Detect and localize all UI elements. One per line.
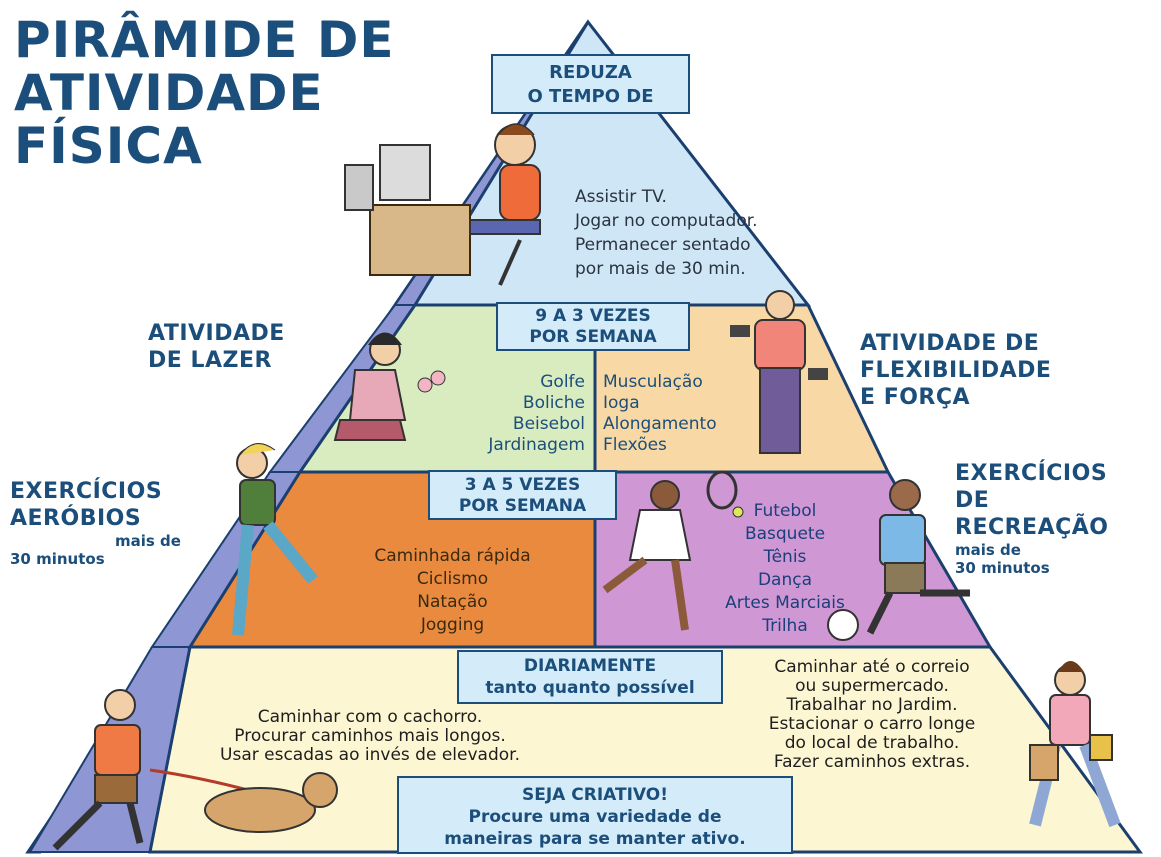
runner-illustration xyxy=(232,443,318,636)
list-item: Tênis xyxy=(763,547,807,567)
strength-label: ATIVIDADE DE FLEXIBILIDADE E FORÇA xyxy=(860,330,1051,411)
creative-line-1: SEJA CRIATIVO! xyxy=(522,785,668,805)
third-tier-label-box: 3 A 5 VEZES POR SEMANA xyxy=(428,470,617,520)
top-tier-label-box: REDUZA O TEMPO DE xyxy=(491,54,690,114)
list-item: Trilha xyxy=(762,616,808,636)
list-item: Dança xyxy=(757,570,813,590)
aerobic-label: EXERCÍCIOS AERÓBIOS mais de 30 minutos xyxy=(10,478,181,568)
list-item: Assistir TV. xyxy=(575,187,667,207)
soccer-player-illustration xyxy=(827,479,970,641)
list-item: Trabalhar no Jardim. xyxy=(786,695,958,715)
base-tier-label-box: DIARIAMENTE tanto quanto possível xyxy=(457,650,723,704)
list-item: Futebol xyxy=(753,501,817,521)
base-left-items: Caminhar com o cachorro. Procurar caminh… xyxy=(150,708,590,765)
gardener-illustration xyxy=(333,332,446,441)
list-item: Permanecer sentado xyxy=(575,235,751,255)
list-item: do local de trabalho. xyxy=(784,733,960,753)
title-line-3: FÍSICA xyxy=(14,117,203,175)
leisure-label: ATIVIDADE DE LAZER xyxy=(148,320,285,374)
list-item: Usar escadas ao invés de elevador. xyxy=(220,745,520,765)
shopper-illustration xyxy=(1029,661,1121,828)
title-line-1: PIRÂMIDE DE xyxy=(14,11,395,69)
recreation-label-line-2: DE xyxy=(955,488,990,513)
list-item: Estacionar o carro longe xyxy=(768,714,976,734)
list-item: Caminhada rápida xyxy=(374,546,531,566)
recreation-items: Futebol Basquete Tênis Dança Artes Marci… xyxy=(705,500,865,638)
list-item: Basquete xyxy=(744,524,826,544)
aerobic-label-sub-2: 30 minutos xyxy=(10,550,105,568)
list-item: Boliche xyxy=(522,393,585,413)
list-item: Jogging xyxy=(420,615,485,635)
recreation-label-sub-2: 30 minutos xyxy=(955,559,1050,577)
dog-walker-illustration xyxy=(52,689,338,851)
top-box-line-1: REDUZA xyxy=(549,62,632,83)
third-box-line-1: 3 A 5 VEZES xyxy=(464,475,581,495)
list-item: Ciclismo xyxy=(416,569,489,589)
list-item: Musculação xyxy=(603,372,703,392)
list-item: Artes Marciais xyxy=(725,593,845,613)
strength-label-line-2: FLEXIBILIDADE xyxy=(860,358,1052,383)
third-box-line-2: POR SEMANA xyxy=(458,496,587,516)
list-item: Jardinagem xyxy=(488,435,585,455)
creative-line-2: Procure uma variedade de xyxy=(468,807,722,827)
title-line-2: ATIVIDADE xyxy=(14,64,324,122)
base-box-line-1: DIARIAMENTE xyxy=(523,656,657,676)
list-item: Flexões xyxy=(603,435,667,455)
list-item: Caminhar até o correio xyxy=(774,657,970,677)
top-box-line-2: O TEMPO DE xyxy=(527,86,654,107)
list-item: Natação xyxy=(417,592,488,612)
second-tier-label-box: 9 A 3 VEZES POR SEMANA xyxy=(496,302,690,351)
creative-line-3: maneiras para se manter ativo. xyxy=(444,829,746,849)
computer-user-illustration xyxy=(344,123,541,286)
recreation-label-sub-1: mais de xyxy=(955,541,1021,559)
list-item: Fazer caminhos extras. xyxy=(773,752,971,772)
list-item: Alongamento xyxy=(603,414,717,434)
base-box-line-2: tanto quanto possível xyxy=(485,678,695,698)
aerobic-label-sub-1: mais de xyxy=(115,532,181,550)
page-title: PIRÂMIDE DE ATIVIDADE FÍSICA xyxy=(14,14,395,173)
list-item: Golfe xyxy=(540,372,585,392)
list-item: Procurar caminhos mais longos. xyxy=(234,726,506,746)
recreation-label-line-1: EXERCÍCIOS xyxy=(955,461,1108,486)
strength-items: Musculação Ioga Alongamento Flexões xyxy=(603,372,717,456)
list-item: Beisebol xyxy=(512,414,585,434)
list-item: Ioga xyxy=(603,393,640,413)
strength-label-line-1: ATIVIDADE DE xyxy=(860,331,1040,356)
leisure-items: Golfe Boliche Beisebol Jardinagem xyxy=(430,372,585,456)
list-item: ou supermercado. xyxy=(795,676,949,696)
aerobic-label-line-2: AERÓBIOS xyxy=(10,506,142,531)
weightlifter-illustration xyxy=(730,290,828,454)
list-item: por mais de 30 min. xyxy=(575,259,746,279)
leisure-label-line-1: ATIVIDADE xyxy=(148,321,285,346)
list-item: Caminhar com o cachorro. xyxy=(257,707,483,727)
creative-box: SEJA CRIATIVO! Procure uma variedade de … xyxy=(397,776,793,854)
recreation-label-line-3: RECREAÇÃO xyxy=(955,515,1109,540)
tennis-player-illustration xyxy=(602,470,744,631)
aerobic-label-line-1: EXERCÍCIOS xyxy=(10,479,163,504)
leisure-label-line-2: DE LAZER xyxy=(148,348,272,373)
second-box-line-1: 9 A 3 VEZES xyxy=(535,306,651,326)
aerobic-items: Caminhada rápida Ciclismo Natação Joggin… xyxy=(345,545,560,637)
recreation-label: EXERCÍCIOS DE RECREAÇÃO mais de 30 minut… xyxy=(955,460,1108,577)
base-right-items: Caminhar até o correio ou supermercado. … xyxy=(727,658,1017,772)
top-tier-items: Assistir TV. Jogar no computador. Perman… xyxy=(575,185,758,281)
list-item: Jogar no computador. xyxy=(575,211,758,231)
strength-label-line-3: E FORÇA xyxy=(860,385,971,410)
second-box-line-2: POR SEMANA xyxy=(529,327,657,347)
